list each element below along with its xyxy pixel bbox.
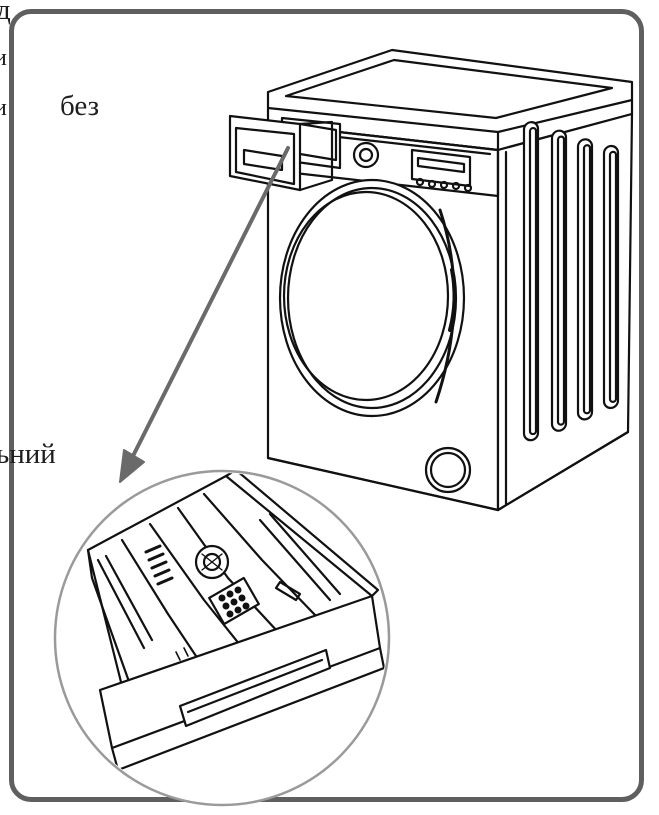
washing-machine xyxy=(228,48,634,512)
ribbed-insert-icon xyxy=(144,544,174,586)
text-fragment: ьний xyxy=(0,438,56,470)
pointer-arrow xyxy=(119,146,290,483)
detergent-drawer-detail xyxy=(53,469,391,807)
text-fragment: и xyxy=(0,45,7,71)
filter-cover-icon xyxy=(424,446,472,494)
text-fragment: и xyxy=(0,95,7,121)
text-fragment: д xyxy=(0,0,11,26)
grid-filter-icon xyxy=(208,576,260,626)
dial-knob-icon xyxy=(352,141,380,169)
text-fragment: без xyxy=(60,90,100,122)
